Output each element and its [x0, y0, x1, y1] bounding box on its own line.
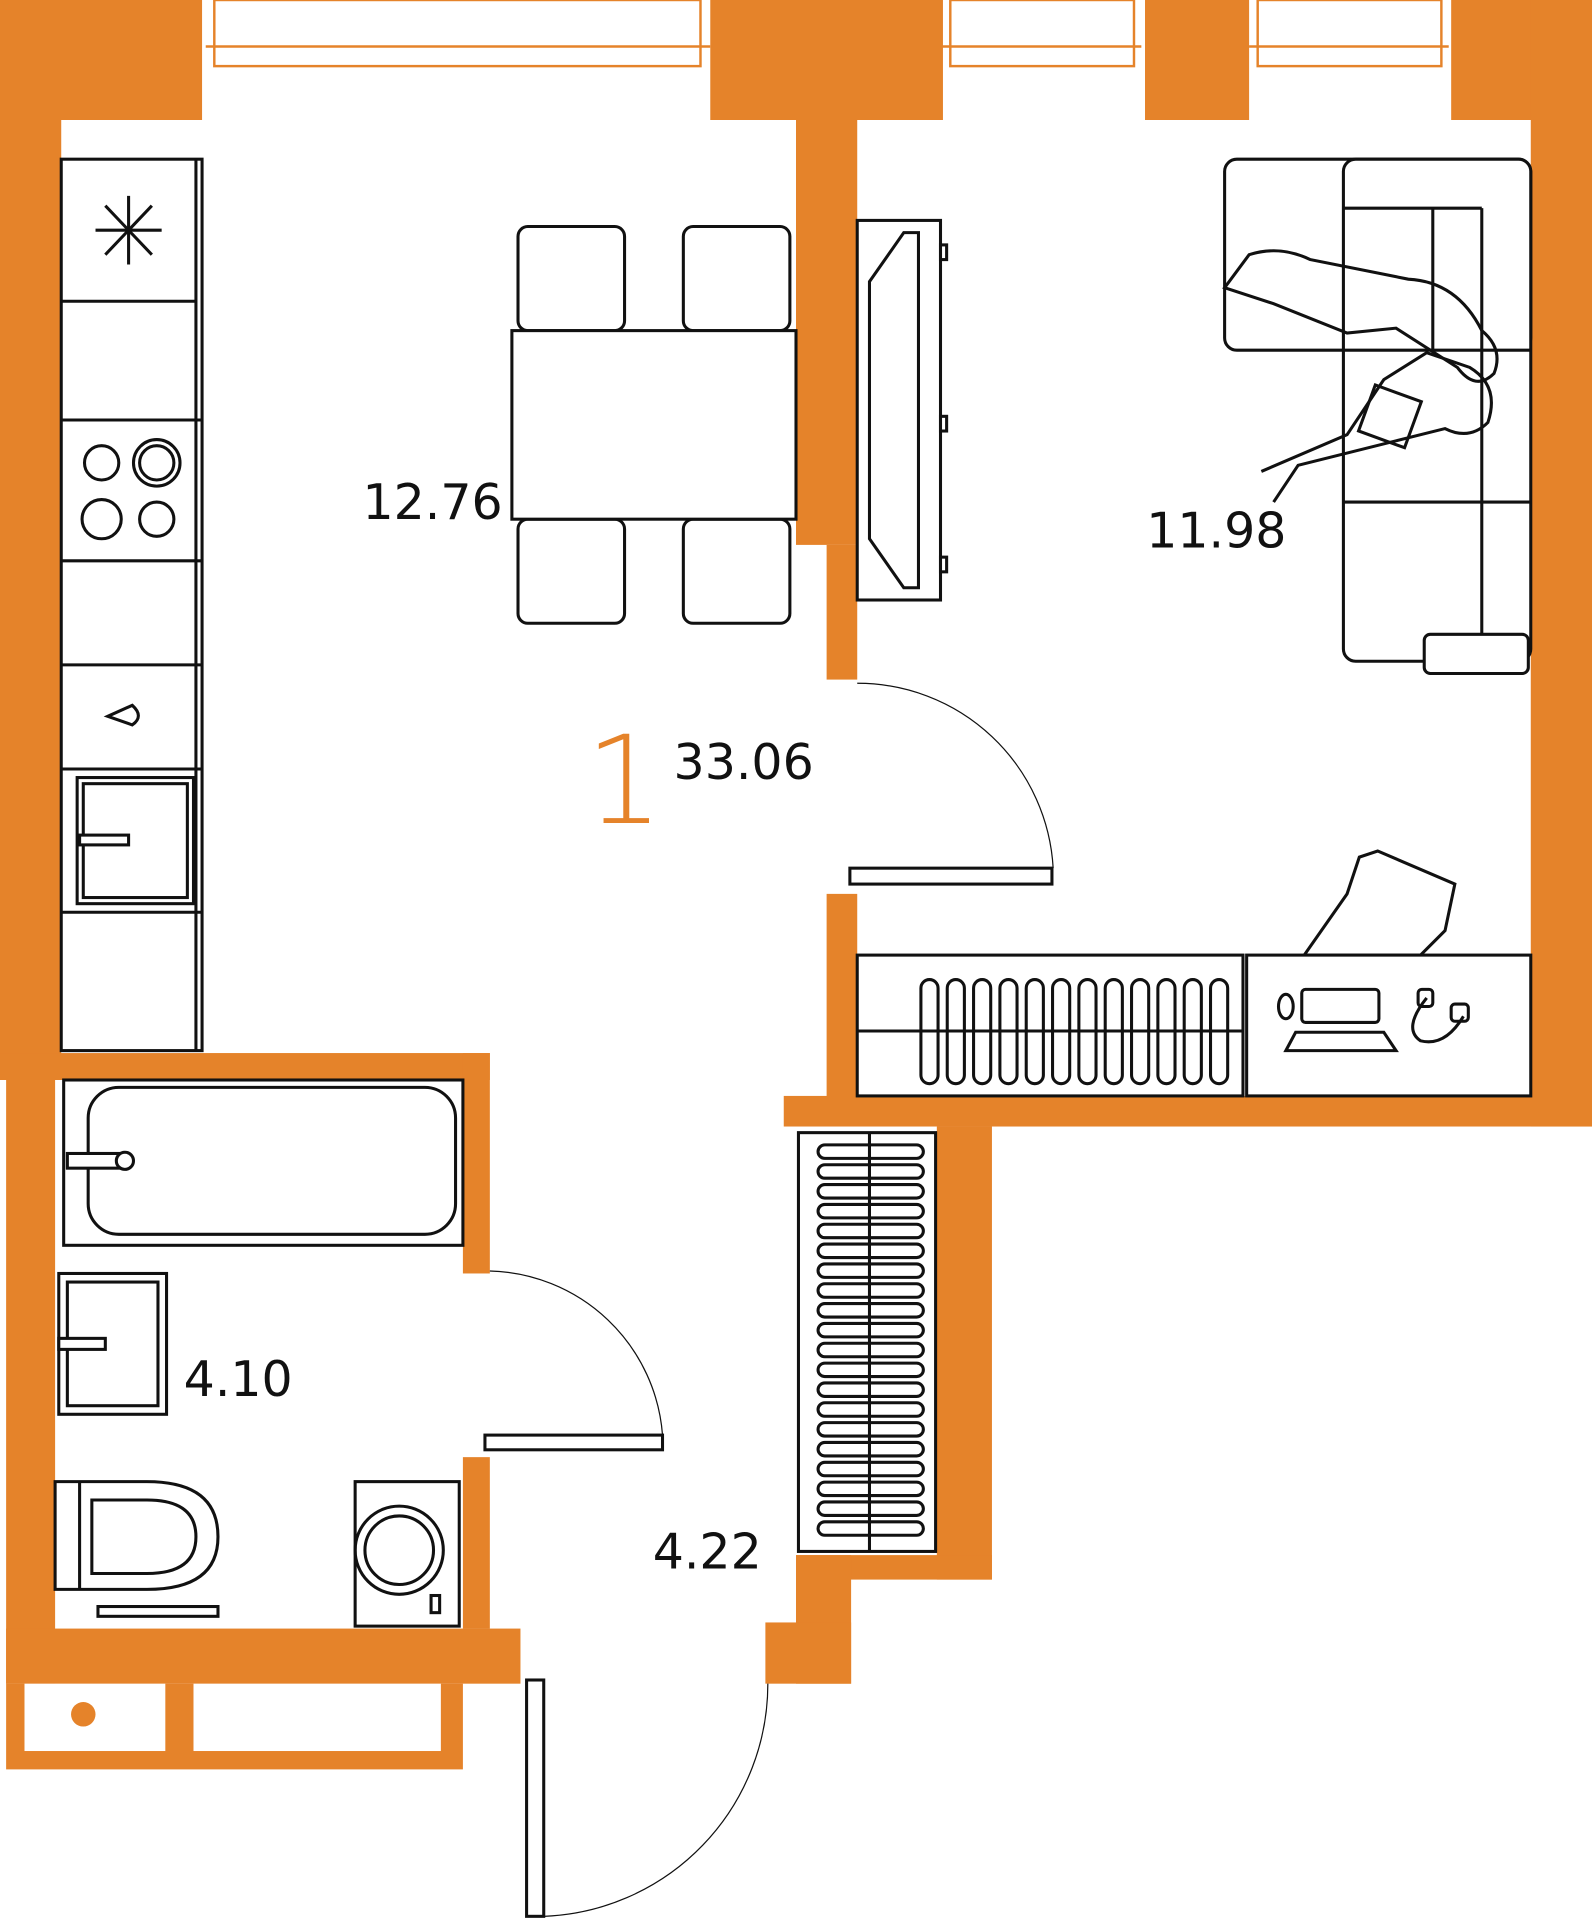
bathtub [62, 1078, 465, 1247]
bathroom-area-label: 4.10 [184, 1351, 293, 1408]
washing-machine [353, 1480, 461, 1628]
tv-unit [855, 218, 949, 602]
total-area-label: 33.06 [674, 734, 814, 791]
coil-loop [816, 1202, 925, 1220]
coil-loop [816, 1282, 925, 1299]
coil-loop [1182, 978, 1203, 1086]
door-bathroom [483, 1270, 665, 1452]
coil-loop [816, 1183, 925, 1200]
coil-loop [1103, 978, 1124, 1086]
coil-loop [816, 1302, 925, 1319]
coil-loop [816, 1381, 925, 1398]
bedroom-area-label: 11.98 [1146, 502, 1286, 559]
windows [205, 0, 1449, 68]
coil-loop [972, 978, 993, 1086]
coil-loop [816, 1321, 925, 1339]
door-hall-bedroom [848, 682, 1054, 886]
coil-loop [816, 1440, 925, 1458]
radiator-bedroom [855, 953, 1245, 1098]
bathroom-sink [57, 1271, 169, 1416]
desk [1245, 849, 1533, 1098]
coil-loop [816, 1520, 925, 1537]
coil-loop [816, 1401, 925, 1418]
toilet [53, 1480, 220, 1618]
coil-loop [1130, 978, 1151, 1086]
kitchen-area-label: 12.76 [362, 474, 502, 531]
coil-loop [816, 1163, 925, 1180]
stove-icon [80, 438, 182, 541]
coil-loop [816, 1421, 925, 1438]
faucet-drop-icon [103, 703, 140, 727]
sink-icon [75, 776, 196, 906]
coil-loop [919, 978, 940, 1086]
people-illustration [1222, 249, 1499, 503]
kitchen-unit [59, 157, 204, 1053]
coil-loop [1209, 978, 1230, 1086]
coil-loop [816, 1222, 925, 1240]
coil-loop [816, 1242, 925, 1260]
sofa [1222, 157, 1533, 675]
dining-table [510, 224, 798, 625]
walls [0, 0, 1592, 1770]
coil-loop [816, 1341, 925, 1359]
hallway-area-label: 4.22 [653, 1524, 762, 1581]
coil-loop [816, 1262, 925, 1279]
coil-loop [816, 1143, 925, 1160]
snowflake-icon [95, 195, 162, 265]
wardrobe [796, 1131, 938, 1553]
entrance-door [525, 1678, 769, 1918]
coil-loop [1156, 978, 1177, 1086]
coil-loop [1051, 978, 1072, 1086]
coil-loop [998, 978, 1019, 1086]
computer-icon [1276, 987, 1470, 1053]
coil-loop [1077, 978, 1098, 1086]
coil-loop [1024, 978, 1045, 1086]
coil-loop [816, 1500, 925, 1517]
coil-loop [816, 1480, 925, 1498]
riser-marker [71, 1702, 96, 1727]
coil-loop [945, 978, 966, 1086]
coil-loop [816, 1460, 925, 1478]
room-count: 1 [585, 709, 663, 852]
coil-loop [816, 1361, 925, 1379]
